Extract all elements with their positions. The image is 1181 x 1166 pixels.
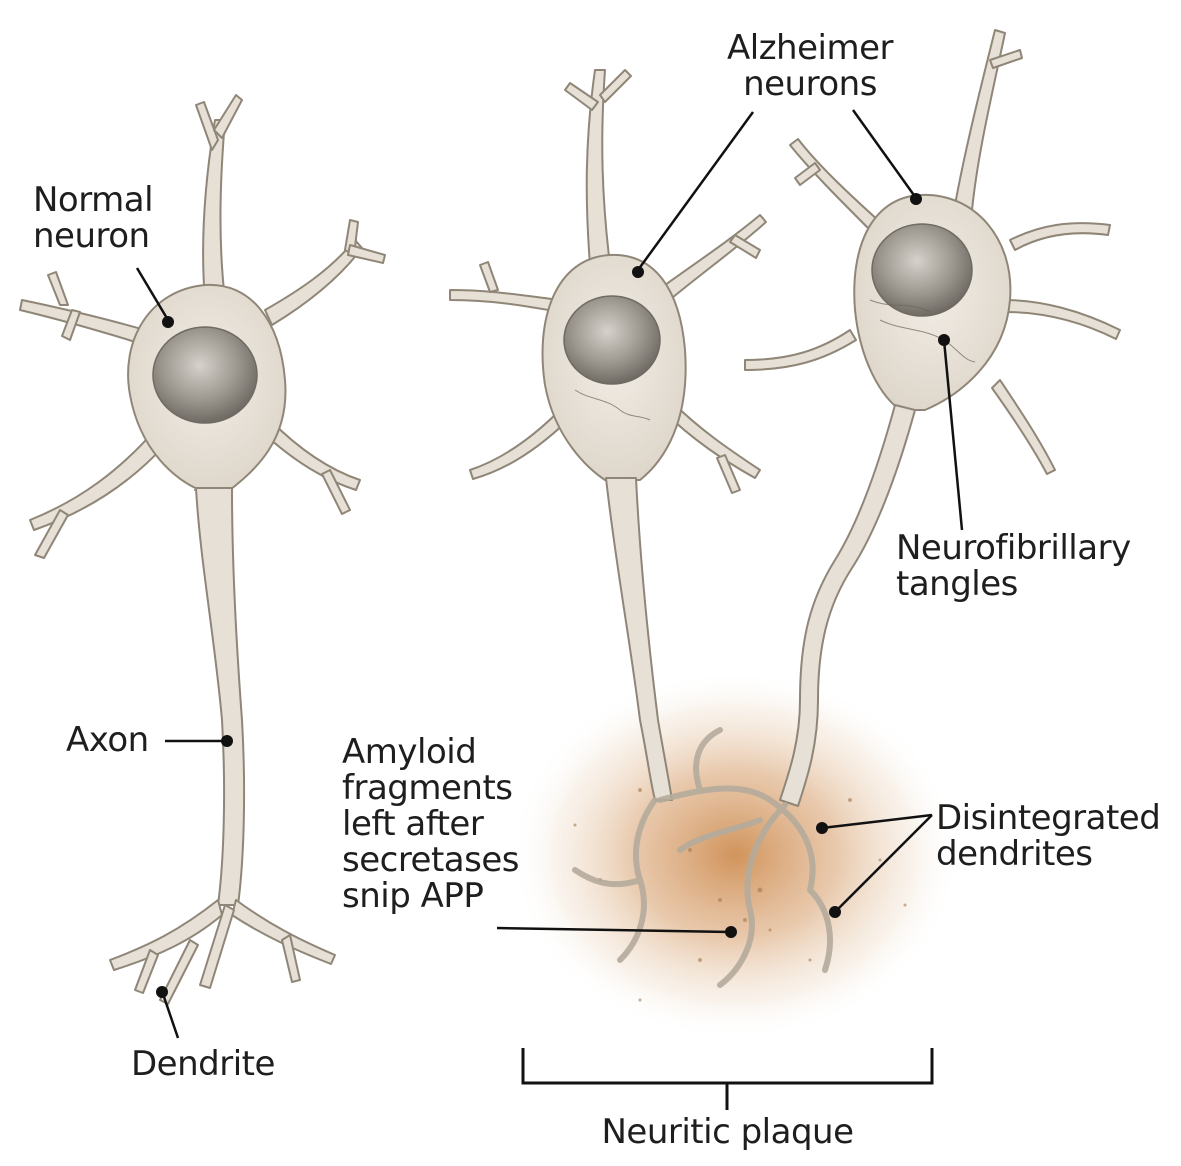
neuritic-plaque-bracket xyxy=(523,1048,932,1110)
label-neuritic-plaque: Neuritic plaque xyxy=(570,1114,885,1150)
label-disintegrated-line2: dendrites xyxy=(936,836,1160,872)
alzheimer-neuron-2 xyxy=(745,30,1120,806)
label-disintegrated-dendrites: Disintegrated dendrites xyxy=(936,800,1160,872)
label-dendrite: Dendrite xyxy=(131,1046,275,1082)
label-neurofibrillary-tangles: Neurofibrillary tangles xyxy=(896,530,1131,602)
label-normal-neuron: Normal neuron xyxy=(33,182,153,254)
label-amyloid-line2: fragments xyxy=(342,770,519,806)
label-disintegrated-line1: Disintegrated xyxy=(936,800,1160,836)
label-alzheimer-line1: Alzheimer xyxy=(705,30,915,66)
label-amyloid-line5: snip APP xyxy=(342,878,519,914)
alzheimer-neuron-2-nucleus xyxy=(872,224,972,316)
label-neurofibrillary-line1: Neurofibrillary xyxy=(896,530,1131,566)
normal-neuron-nucleus xyxy=(153,327,257,423)
alzheimer-neuron-1-nucleus xyxy=(564,296,660,384)
label-axon: Axon xyxy=(66,722,149,758)
label-normal-neuron-line2: neuron xyxy=(33,218,153,254)
label-amyloid-line4: secretases xyxy=(342,842,519,878)
label-alzheimer-neurons: Alzheimer neurons xyxy=(705,30,915,102)
leader-alzheimer-2 xyxy=(853,110,916,198)
label-alzheimer-line2: neurons xyxy=(705,66,915,102)
label-amyloid-line1: Amyloid xyxy=(342,734,519,770)
label-amyloid-fragments: Amyloid fragments left after secretases … xyxy=(342,734,519,914)
label-normal-neuron-line1: Normal xyxy=(33,182,153,218)
label-amyloid-line3: left after xyxy=(342,806,519,842)
label-neurofibrillary-line2: tangles xyxy=(896,566,1131,602)
